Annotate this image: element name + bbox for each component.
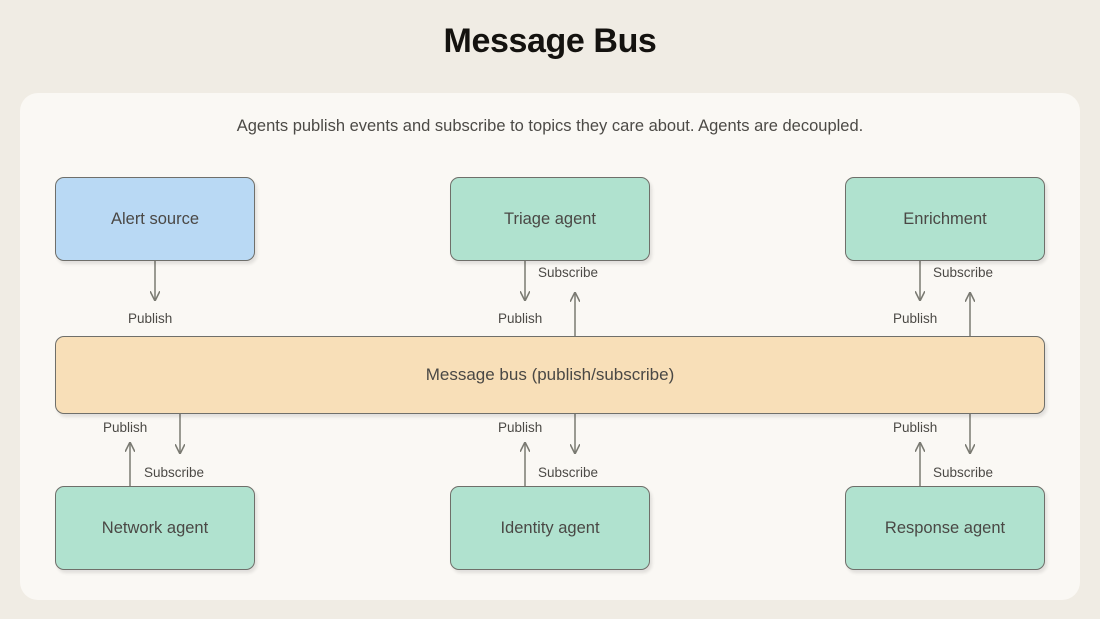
diagram-stage: Publish Publish Subscribe Publish Subscr… xyxy=(20,93,1080,600)
edge-label-bottom-left-publish: Publish xyxy=(103,420,148,435)
node-triage-agent-label: Triage agent xyxy=(503,209,597,228)
edge-label-bottom-center-publish: Publish xyxy=(498,420,543,435)
node-enrichment[interactable]: Enrichment xyxy=(845,177,1045,261)
edge-label-top-center-publish: Publish xyxy=(498,311,543,326)
edge-label-top-right-publish: Publish xyxy=(893,311,938,326)
node-enrichment-label: Enrichment xyxy=(903,209,987,228)
page-title: Message Bus xyxy=(443,22,657,60)
edge-label-top-right-subscribe: Subscribe xyxy=(933,265,994,280)
node-identity-agent-label: Identity agent xyxy=(500,518,600,537)
edge-label-bottom-right-subscribe: Subscribe xyxy=(933,465,994,480)
edge-label-top-center-subscribe: Subscribe xyxy=(538,265,599,280)
node-message-bus[interactable]: Message bus (publish/subscribe) xyxy=(55,336,1045,414)
node-network-agent[interactable]: Network agent xyxy=(55,486,255,570)
node-identity-agent[interactable]: Identity agent xyxy=(450,486,650,570)
node-alert-source-label: Alert source xyxy=(110,209,200,228)
node-alert-source[interactable]: Alert source xyxy=(55,177,255,261)
diagram-card: Agents publish events and subscribe to t… xyxy=(20,93,1080,600)
node-response-agent[interactable]: Response agent xyxy=(845,486,1045,570)
edge-label-top-left-publish: Publish xyxy=(128,311,173,326)
diagram-subtitle: Agents publish events and subscribe to t… xyxy=(236,117,864,135)
node-network-agent-label: Network agent xyxy=(101,518,209,537)
node-triage-agent[interactable]: Triage agent xyxy=(450,177,650,261)
node-response-agent-label: Response agent xyxy=(884,518,1006,537)
edge-label-bottom-center-subscribe: Subscribe xyxy=(538,465,599,480)
edge-label-bottom-right-publish: Publish xyxy=(893,420,938,435)
node-message-bus-label: Message bus (publish/subscribe) xyxy=(425,365,675,384)
edge-label-bottom-left-subscribe: Subscribe xyxy=(144,465,205,480)
